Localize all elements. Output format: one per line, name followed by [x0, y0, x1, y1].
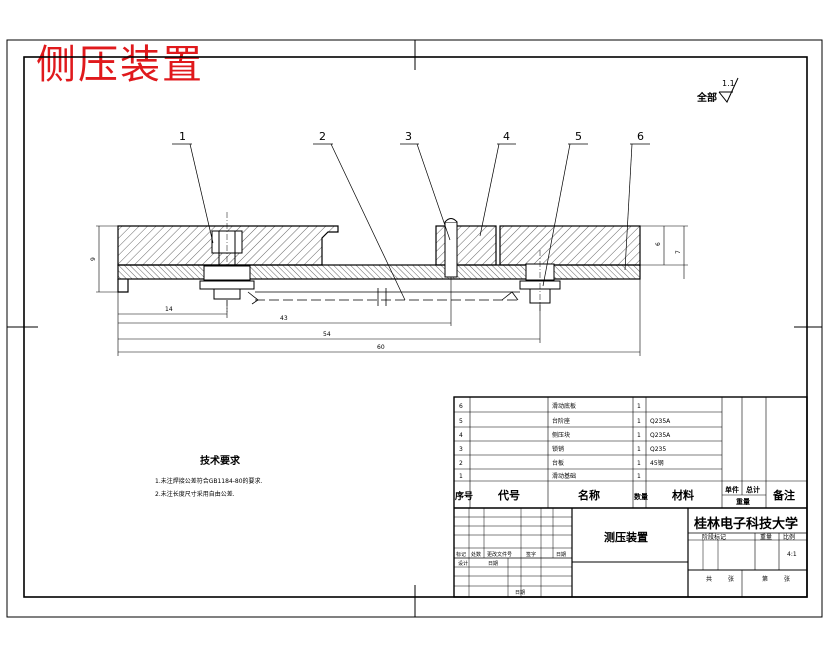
bom-row-3-no: 3	[459, 446, 463, 453]
bom-header-no: 序号	[455, 490, 473, 502]
bom-header-unit: 单件	[725, 485, 739, 494]
organization: 桂林电子科技大学	[693, 516, 798, 532]
left-nut-2	[199, 280, 255, 290]
surface-finish-value: 1.1	[722, 79, 735, 88]
bom-header-code: 代号	[497, 488, 520, 502]
sheet-label: 张	[728, 575, 734, 583]
balloon-3: 3	[405, 130, 412, 143]
bom-row-1-no: 1	[459, 473, 463, 480]
rev-label-date: 日期	[556, 552, 566, 558]
role-date: 日期	[488, 561, 498, 567]
bom-header-material: 材料	[672, 488, 694, 502]
dim-left-height: 9	[90, 257, 97, 261]
surface-finish-symbol	[718, 77, 739, 103]
bom-row-5-material: Q235A	[650, 418, 671, 425]
right-block	[499, 225, 641, 266]
scale-value: 4:1	[787, 551, 797, 558]
bom-header: 序号 代号 名称 数量 材料 单件 总计 重量 备注	[455, 485, 795, 506]
surface-finish: 全部 1.1	[696, 77, 739, 104]
role-design: 设计	[458, 560, 468, 567]
sheet-no-label: 第	[762, 575, 768, 583]
dim-right-height-a: 6	[655, 242, 662, 246]
bom-row-2-name: 台板	[552, 459, 564, 467]
bom-row-4-name: 侧压块	[552, 431, 570, 439]
bom-row-4-qty: 1	[637, 432, 641, 439]
bom-row-2-no: 2	[459, 460, 463, 467]
base-plate-step	[117, 279, 129, 293]
leader-4	[479, 143, 500, 237]
bom-row-3-material: Q235	[650, 446, 666, 453]
bom-row-5-name: 台阶座	[552, 417, 570, 425]
bom-header-weight: 重量	[736, 497, 750, 506]
sheet-no-label2: 张	[784, 575, 790, 583]
base-plate	[117, 264, 641, 280]
drawing-name: 测压装置	[604, 530, 648, 544]
dim-54: 54	[323, 331, 331, 338]
bom-header-qty: 数量	[634, 492, 648, 501]
role-approve: 日期	[515, 590, 525, 596]
stage-label: 阶段标记	[702, 533, 726, 541]
assembly-view: 1 2 3 4 5 6 9 6 7 14 43 54 60	[90, 130, 688, 356]
balloon-4: 4	[503, 130, 510, 143]
bom-row-2-material: 45钢	[650, 459, 664, 467]
title-block	[454, 508, 807, 597]
lock-pin-tip	[444, 218, 458, 223]
leader-3	[416, 143, 451, 241]
left-nut-3	[213, 288, 241, 300]
title-block-text: 测压装置 桂林电子科技大学 阶段标记 重量 比例 4:1 共 张 第 张 标记 …	[456, 516, 798, 596]
dim-43: 43	[280, 315, 288, 322]
surface-finish-label: 全部	[696, 91, 717, 104]
leader-6	[624, 143, 633, 271]
rev-label-count: 处数	[471, 551, 481, 558]
bom-row-6-name: 滑动底板	[552, 402, 576, 410]
dim-60: 60	[377, 344, 385, 351]
bom-header-remark: 备注	[772, 488, 795, 502]
bom-row-3-name: 锁销	[552, 445, 564, 453]
break-right	[501, 291, 519, 301]
balloon-1: 1	[179, 130, 186, 143]
bom-row-4-no: 4	[459, 432, 463, 439]
watermark-title: 侧压装置	[36, 42, 204, 88]
tech-req-title: 技术要求	[200, 454, 241, 467]
bom-row-2-qty: 1	[637, 460, 641, 467]
balloon-5: 5	[575, 130, 582, 143]
tech-req-line-1: 1.未注焊接公差符合GB1184-80的要求.	[155, 477, 263, 485]
tech-req-line-2: 2.未注长度尺寸采用自由公差.	[155, 490, 235, 498]
bom-row-5-no: 5	[459, 418, 463, 425]
scale-label: 比例	[783, 533, 795, 541]
leader-1	[189, 143, 214, 244]
balloon-6: 6	[637, 130, 644, 143]
tech-requirements: 技术要求 1.未注焊接公差符合GB1184-80的要求. 2.未注长度尺寸采用自…	[155, 454, 263, 498]
bom-row-5-qty: 1	[637, 418, 641, 425]
leader-5	[542, 143, 571, 287]
bom-row-1-qty: 1	[637, 473, 641, 480]
rev-label-mark: 标记	[456, 551, 466, 558]
dim-right-height-b: 7	[675, 250, 682, 254]
dim-14: 14	[165, 306, 173, 313]
bom-table	[453, 396, 808, 598]
bom-row-3-qty: 1	[637, 446, 641, 453]
leader-2	[330, 143, 406, 301]
bom-rows: 6 滑动底板 1 5 台阶座 1 Q235A 4 侧压块 1 Q235A 3 锁…	[459, 402, 671, 480]
bom-row-1-name: 滑动基础	[552, 472, 576, 480]
balloon-2: 2	[319, 130, 326, 143]
left-nut-1	[203, 265, 251, 281]
rev-label-docno: 更改文件号	[487, 551, 512, 558]
inner-frame	[23, 56, 808, 598]
bom-header-total: 总计	[746, 485, 760, 494]
bom-row-6-qty: 1	[637, 403, 641, 410]
sheet-total: 共	[706, 575, 712, 583]
bom-header-name: 名称	[578, 488, 600, 502]
weight-label: 重量	[760, 533, 772, 541]
bom-row-4-material: Q235A	[650, 432, 671, 439]
bom-row-6-no: 6	[459, 403, 463, 410]
break-left	[247, 291, 259, 305]
rev-label-sign: 签字	[526, 551, 536, 558]
